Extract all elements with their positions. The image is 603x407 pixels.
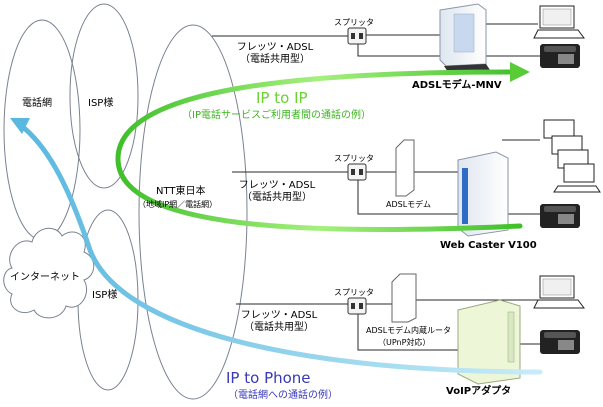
phone-2 <box>540 204 580 228</box>
pc-1 <box>533 5 585 39</box>
isp-bottom-label: ISP様 <box>92 290 118 301</box>
voip-label: VoIPアダプタ <box>446 386 512 397</box>
web-caster-label: Web Caster V100 <box>440 240 537 251</box>
ip-to-phone-title: IP to Phone <box>226 369 311 387</box>
row3-wiring <box>236 299 540 351</box>
ntt-label: NTT東日本 <box>156 186 206 197</box>
phone-1 <box>540 44 580 68</box>
splitter-1 <box>347 27 367 45</box>
splitter-3 <box>347 297 367 315</box>
pc-stack <box>543 119 601 193</box>
voip-adapter <box>457 299 521 385</box>
ip-to-phone-subtitle: （電話網への通話の例） <box>228 390 338 401</box>
web-caster-v100 <box>457 151 509 237</box>
pc-3 <box>533 275 585 309</box>
adsl-mnv-label: ADSLモデム-MNV <box>412 80 502 91</box>
ip-to-ip-arrow <box>115 69 523 233</box>
ip-to-ip-arrowhead <box>510 62 530 82</box>
router-modem <box>391 273 417 323</box>
line3-service: フレッツ・ADSL <box>240 310 318 321</box>
internet-label: インターネット <box>10 272 80 283</box>
adsl-modem-2 <box>395 139 415 197</box>
ip-to-phone-arrow <box>21 125 543 375</box>
telephone-network-label: 電話網 <box>22 98 52 109</box>
ntt-sub-label: （地域IP網／電話網） <box>138 200 218 209</box>
line1-service: フレッツ・ADSL <box>236 42 314 53</box>
line2-service: フレッツ・ADSL <box>238 180 316 191</box>
splitter1-label: スプリッタ <box>334 18 374 27</box>
splitter-2 <box>347 163 367 181</box>
isp-network-top <box>69 3 139 189</box>
ntt-network <box>138 24 248 400</box>
router-label-2: （UPnP対応） <box>378 338 431 347</box>
ip-to-ip-subtitle: （IP電話サービスご利用者間の通話の例） <box>182 110 371 121</box>
splitter3-label: スプリッタ <box>334 288 374 297</box>
line3-type: （電話共用型） <box>244 322 314 333</box>
router-label-1: ADSLモデム内蔵ルータ <box>366 326 452 335</box>
adsl-modem-mnv <box>439 3 490 72</box>
internet-cloud <box>3 227 95 319</box>
telephone-network <box>3 19 81 241</box>
line1-type: （電話共用型） <box>240 54 310 65</box>
splitter2-label: スプリッタ <box>334 154 374 163</box>
phone-3 <box>540 330 580 354</box>
ip-to-phone-arrowhead <box>10 118 30 134</box>
ip-to-ip-title: IP to IP <box>256 89 308 107</box>
isp-top-label: ISP様 <box>88 98 114 109</box>
line2-type: （電話共用型） <box>242 192 312 203</box>
adsl-modem-label: ADSLモデム <box>386 200 432 209</box>
